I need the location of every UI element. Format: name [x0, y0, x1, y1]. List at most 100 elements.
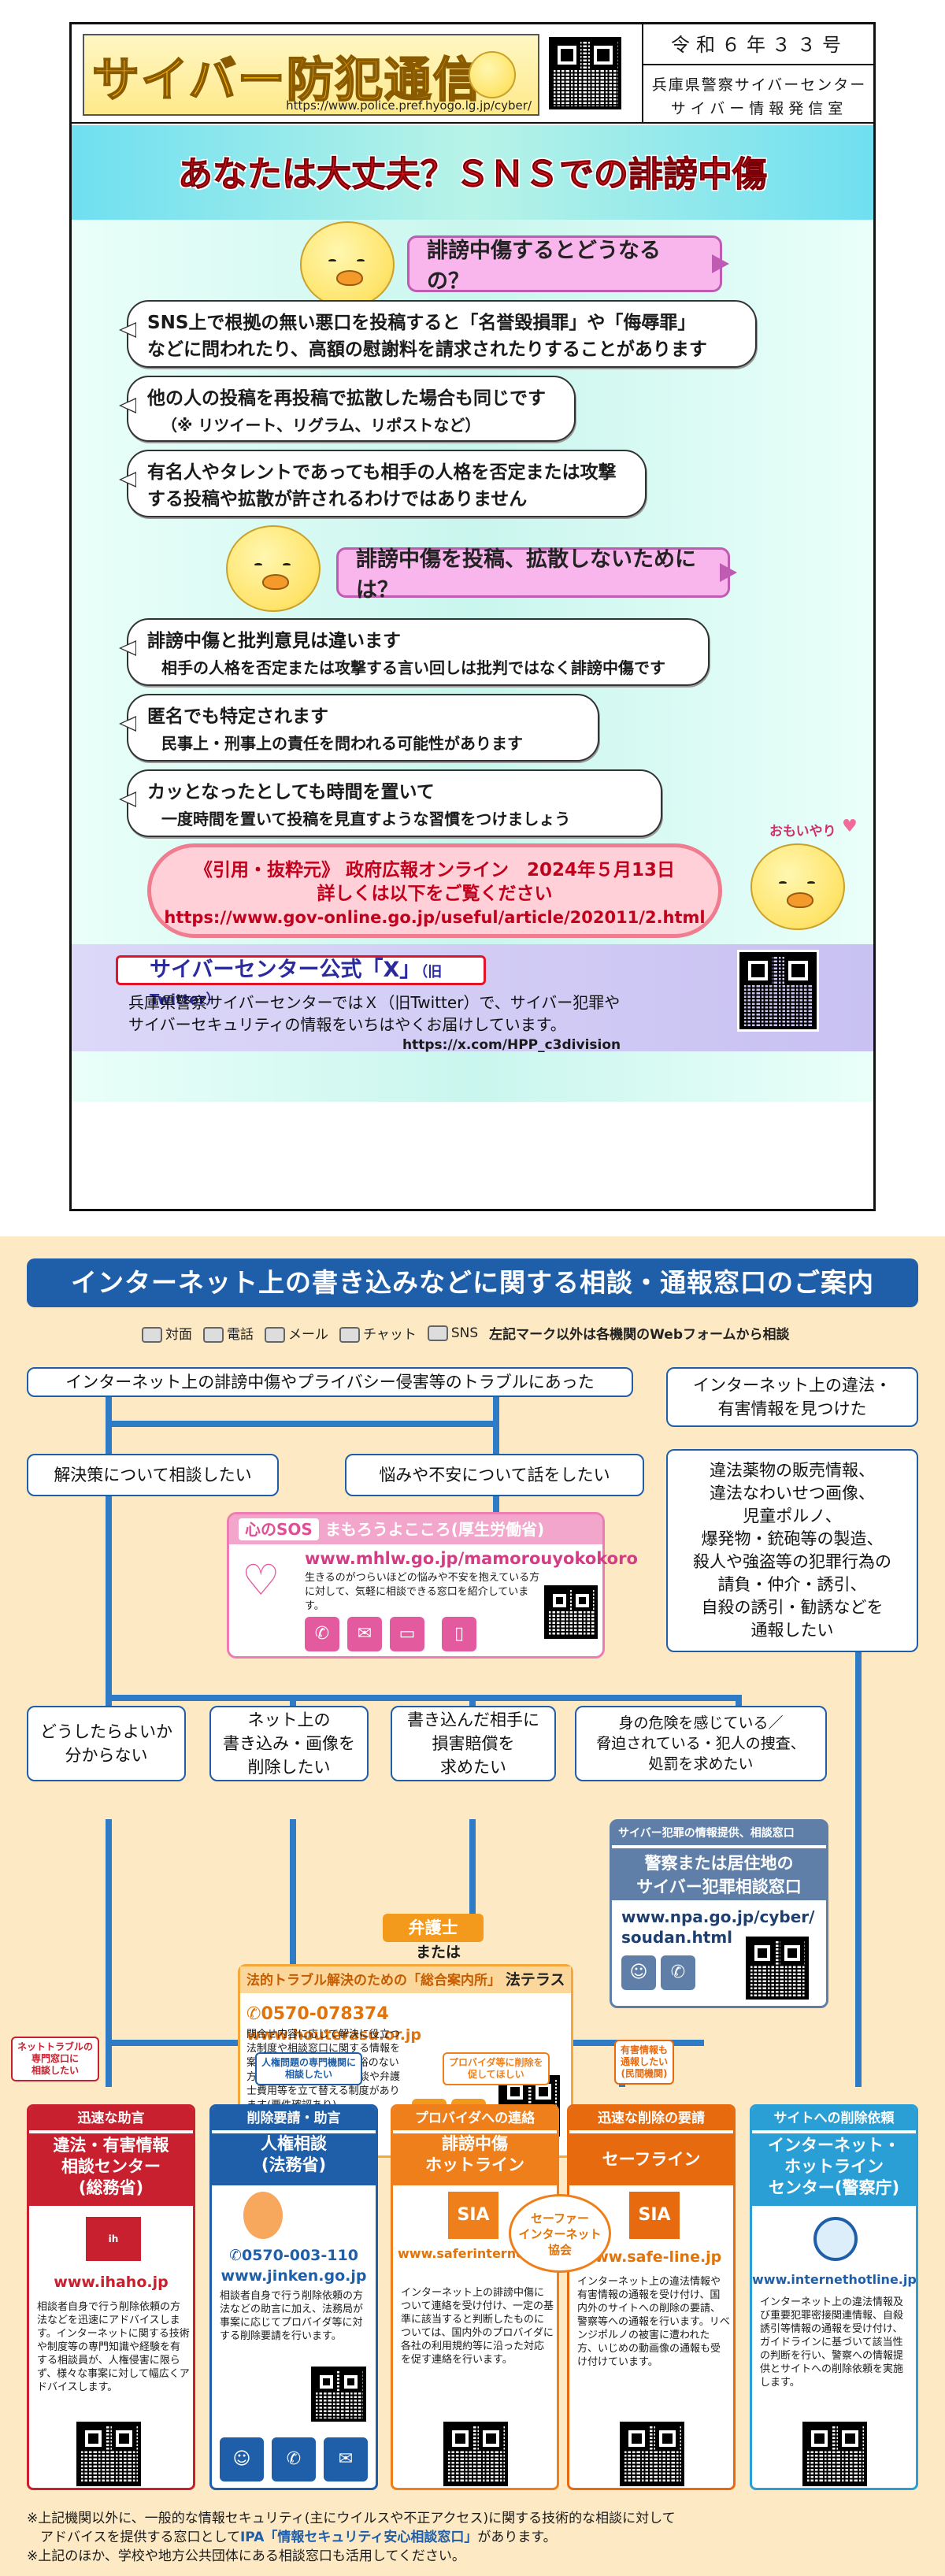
chick-mascot-icon — [469, 51, 516, 98]
card-jinken-tel[interactable]: ✆0570-003-110 — [229, 2247, 358, 2264]
jinken-mascot-icon — [243, 2192, 283, 2239]
newsletter-header: サイバー防犯通信 https://www.police.pref.hyogo.l… — [72, 24, 873, 124]
logo-title: サイバー防犯通信 — [91, 52, 482, 109]
card-safeline-url[interactable]: www.safe-line.jp — [580, 2248, 722, 2266]
card-ihaho-head: 迅速な助言 — [29, 2107, 193, 2130]
card-slander-hotline: プロバイダへの連絡 誹謗中傷ホットライン SIA www.saferintern… — [391, 2104, 559, 2490]
x-qr-code-icon — [737, 950, 819, 1032]
x-account-url[interactable]: https://x.com/HPP_c3division — [402, 1037, 621, 1053]
police-name: 警察または居住地のサイバー犯罪相談窓口 — [612, 1848, 826, 1900]
chick-kind-icon — [750, 843, 845, 930]
logo-banner: サイバー防犯通信 https://www.police.pref.hyogo.l… — [83, 34, 539, 116]
question-1-text: 誹謗中傷するとどうなるの？ — [427, 239, 661, 294]
footnote-1: ※上記機関以外に、一般的な情報セキュリティ(主にウイルスや不正アクセス)に関する… — [27, 2511, 676, 2526]
legend-chat: チャット — [339, 1323, 417, 1343]
x-description: 兵庫県警察サイバーセンターではＸ（旧Twitter）で、サイバー犯罪や サイバー… — [128, 991, 664, 1036]
sos-chat-icon: ▭ — [390, 1617, 424, 1651]
newsletter-page: サイバー防犯通信 https://www.police.pref.hyogo.l… — [69, 22, 876, 1211]
tip-3-title: カッとなったとしても時間を置いて — [147, 782, 435, 802]
legend-note: 左記マーク以外は各機関のWebフォームから相談 — [489, 1327, 790, 1343]
source-info-box: 《引用・抜粋元》 政府広報オンライン 2024年５月13日 詳しくは以下をご覧く… — [147, 843, 722, 938]
source-citation: 《引用・抜粋元》 政府広報オンライン 2024年５月13日 — [194, 860, 676, 880]
hotline-qr-code-icon — [800, 2419, 869, 2488]
tip-bubble-3: カッとなったとしても時間を置いて 一度時間を置いて投稿を見直すような習慣をつけま… — [119, 769, 662, 837]
slander-qr-code-icon — [441, 2419, 510, 2488]
sos-name: まもろうよこころ(厚生労働省) — [324, 1520, 545, 1539]
tip-1-detail: 相手の人格を否定または攻撃する言い回しは批判ではなく誹謗中傷です — [161, 658, 665, 677]
answer-bubble-2: 他の人の投稿を再投稿で拡散した場合も同じです （※ リツイート、リグラム、リポス… — [119, 376, 576, 442]
card-jinken-head: 削除要請・助言 — [212, 2107, 376, 2130]
card-hotline-name: インターネット・ホットラインセンター(警察庁) — [752, 2133, 916, 2206]
police-url[interactable]: www.npa.go.jp/cyber/soudan.html — [621, 1907, 815, 1947]
header-url[interactable]: https://www.police.pref.hyogo.lg.jp/cybe… — [286, 98, 532, 113]
legend-mail: メール — [265, 1323, 328, 1343]
card-hotline-url[interactable]: www.internethotline.jp — [752, 2272, 917, 2287]
card-slander-desc: インターネット上の誹謗中傷について連絡を受け付け、一定の基準に該当すると判断した… — [401, 2287, 554, 2366]
flow-trouble-box: インターネット上の誹謗中傷やプライバシー侵害等のトラブルにあった — [27, 1367, 633, 1397]
ihaho-qr-code-icon — [74, 2419, 143, 2488]
sos-sns-icon: ▯ — [442, 1617, 476, 1651]
hotline-logo-icon — [813, 2217, 858, 2261]
tag-harmful: 有害情報も通報したい(民間機関) — [614, 2040, 675, 2085]
answer-1-line-2: などに問われたり、高額の慰謝料を請求されたりすることがあります — [147, 339, 707, 360]
legend-sns: SNS — [427, 1325, 478, 1341]
title-band: あなたは大丈夫？ＳＮＳでの誹謗中傷 — [72, 125, 873, 220]
flow-illegal-report-box: 違法薬物の販売情報、違法なわいせつ画像、児童ポルノ、爆発物・銃砲等の製造、殺人や… — [666, 1449, 918, 1652]
issue-info: 令和６年３３号 兵庫県警察サイバーセンター サイバー情報発信室 — [642, 24, 873, 124]
card-jinken-desc: 相談者自身で行う削除依頼の方法などの助言に加え、法務局が事案に応じてプロバイダ等… — [220, 2290, 364, 2342]
jinken-phone-icon: ✆ — [272, 2437, 316, 2481]
footnote-2: アドバイスを提供する窓口としてIPA「情報セキュリティ安心相談窓口」があります。 — [40, 2530, 557, 2545]
flow-resolve-box: 解決策について相談したい — [27, 1454, 279, 1496]
ihaho-logo-icon: ih — [86, 2217, 141, 2261]
phone-icon — [203, 1327, 224, 1343]
answer-2-line-1: 他の人の投稿を再投稿で拡散した場合も同じです — [147, 388, 546, 409]
footnotes: ※上記機関以外に、一般的な情報セキュリティ(主にウイルスや不正アクセス)に関する… — [27, 2509, 925, 2566]
sos-url[interactable]: www.mhlw.go.jp/mamorouyokokoro — [305, 1549, 638, 1568]
chat-icon — [339, 1327, 360, 1343]
houterasu-header: 法的トラブル解決のための「総合案内所」 法テラス — [240, 1966, 571, 1993]
question-bubble-2: 誹謗中傷を投稿、拡散しないためには？ — [336, 547, 737, 602]
sos-header: 心のSOS まもろうよこころ(厚生労働省) — [229, 1514, 602, 1544]
chick-thinking-icon — [226, 525, 321, 612]
police-panel: サイバー犯罪の情報提供、相談窓口 警察または居住地のサイバー犯罪相談窓口 www… — [610, 1819, 828, 2008]
jinken-face-icon: ☺ — [220, 2437, 264, 2481]
sos-description: 生きるのがつらいほどの悩みや不安を抱えている方に対して、気軽に相談できる窓口を紹… — [305, 1572, 540, 1612]
lawyer-tag: 弁護士 — [383, 1914, 484, 1942]
safeline-qr-code-icon — [617, 2419, 687, 2488]
card-ihaho-url[interactable]: www.ihaho.jp — [54, 2274, 169, 2291]
answer-bubble-3: 有名人やタレントであっても相手の人格を否定または攻撃 する投稿や拡散が許されるわ… — [119, 450, 647, 517]
tip-3-detail: 一度時間を置いて投稿を見直すような習慣をつけましょう — [161, 810, 571, 828]
jinken-qr-code-icon — [309, 2364, 369, 2424]
footnote-3: ※上記のほか、学校や地方公共団体にある相談窓口も活用してください。 — [27, 2548, 465, 2564]
sos-tag: 心のSOS — [239, 1518, 319, 1540]
card-safeline-name: セーフライン — [569, 2133, 733, 2185]
police-phone-icon: ✆ — [661, 1955, 695, 1990]
question-2-text: 誹謗中傷を投稿、拡散しないためには？ — [356, 547, 696, 602]
police-header: サイバー犯罪の情報提供、相談窓口 — [612, 1822, 826, 1845]
ipa-consult-link[interactable]: IPA「情報セキュリティ安心相談窓口」 — [239, 2530, 478, 2545]
card-ihaho-desc: 相談者自身で行う削除依頼の方法などを迅速にアドバイスします。インターネットに関す… — [37, 2301, 190, 2393]
answer-2-line-2: （※ リツイート、リグラム、リポストなど） — [161, 416, 481, 435]
card-hotline-head: サイトへの削除依頼 — [752, 2107, 916, 2130]
sos-mail-icon: ✉ — [347, 1617, 382, 1651]
sia-logo-icon: SIA — [448, 2192, 498, 2239]
or-label: または — [416, 1944, 461, 1961]
police-face-icon: ☺ — [621, 1955, 656, 1990]
tip-bubble-1: 誹謗中傷と批判意見は違います 相手の人格を否定または攻撃する言い回しは批判ではな… — [119, 618, 710, 686]
houterasu-tel[interactable]: ✆0570-078374 www.houterasu.or.jp — [246, 2004, 422, 2044]
answer-3-line-1: 有名人やタレントであっても相手の人格を否定または攻撃 — [147, 462, 617, 483]
qr-code-icon — [547, 35, 624, 112]
face-to-face-icon — [142, 1327, 162, 1343]
source-url-link[interactable]: https://www.gov-online.go.jp/useful/arti… — [164, 908, 706, 927]
x-title-text: サイバーセンター公式「X」 — [150, 958, 421, 982]
card-jinken-url[interactable]: www.jinken.go.jp — [220, 2267, 367, 2285]
need-delete-box: ネット上の書き込み・画像を削除したい — [209, 1706, 369, 1781]
card-ihaho: 迅速な助言 違法・有害情報相談センター(総務省) ih www.ihaho.jp… — [27, 2104, 195, 2490]
flow-illegal-found-box: インターネット上の違法・有害情報を見つけた — [666, 1367, 918, 1427]
tag-trouble: ネットトラブルの専門窓口に相談したい — [11, 2037, 100, 2081]
tip-2-title: 匿名でも特定されます — [147, 706, 328, 727]
safeline-sia-logo-icon: SIA — [629, 2192, 680, 2239]
jinken-mail-icon: ✉ — [324, 2437, 368, 2481]
police-qr-code-icon — [743, 1934, 811, 2002]
question-bubble-1: 誹謗中傷するとどうなるの？ — [407, 235, 729, 294]
